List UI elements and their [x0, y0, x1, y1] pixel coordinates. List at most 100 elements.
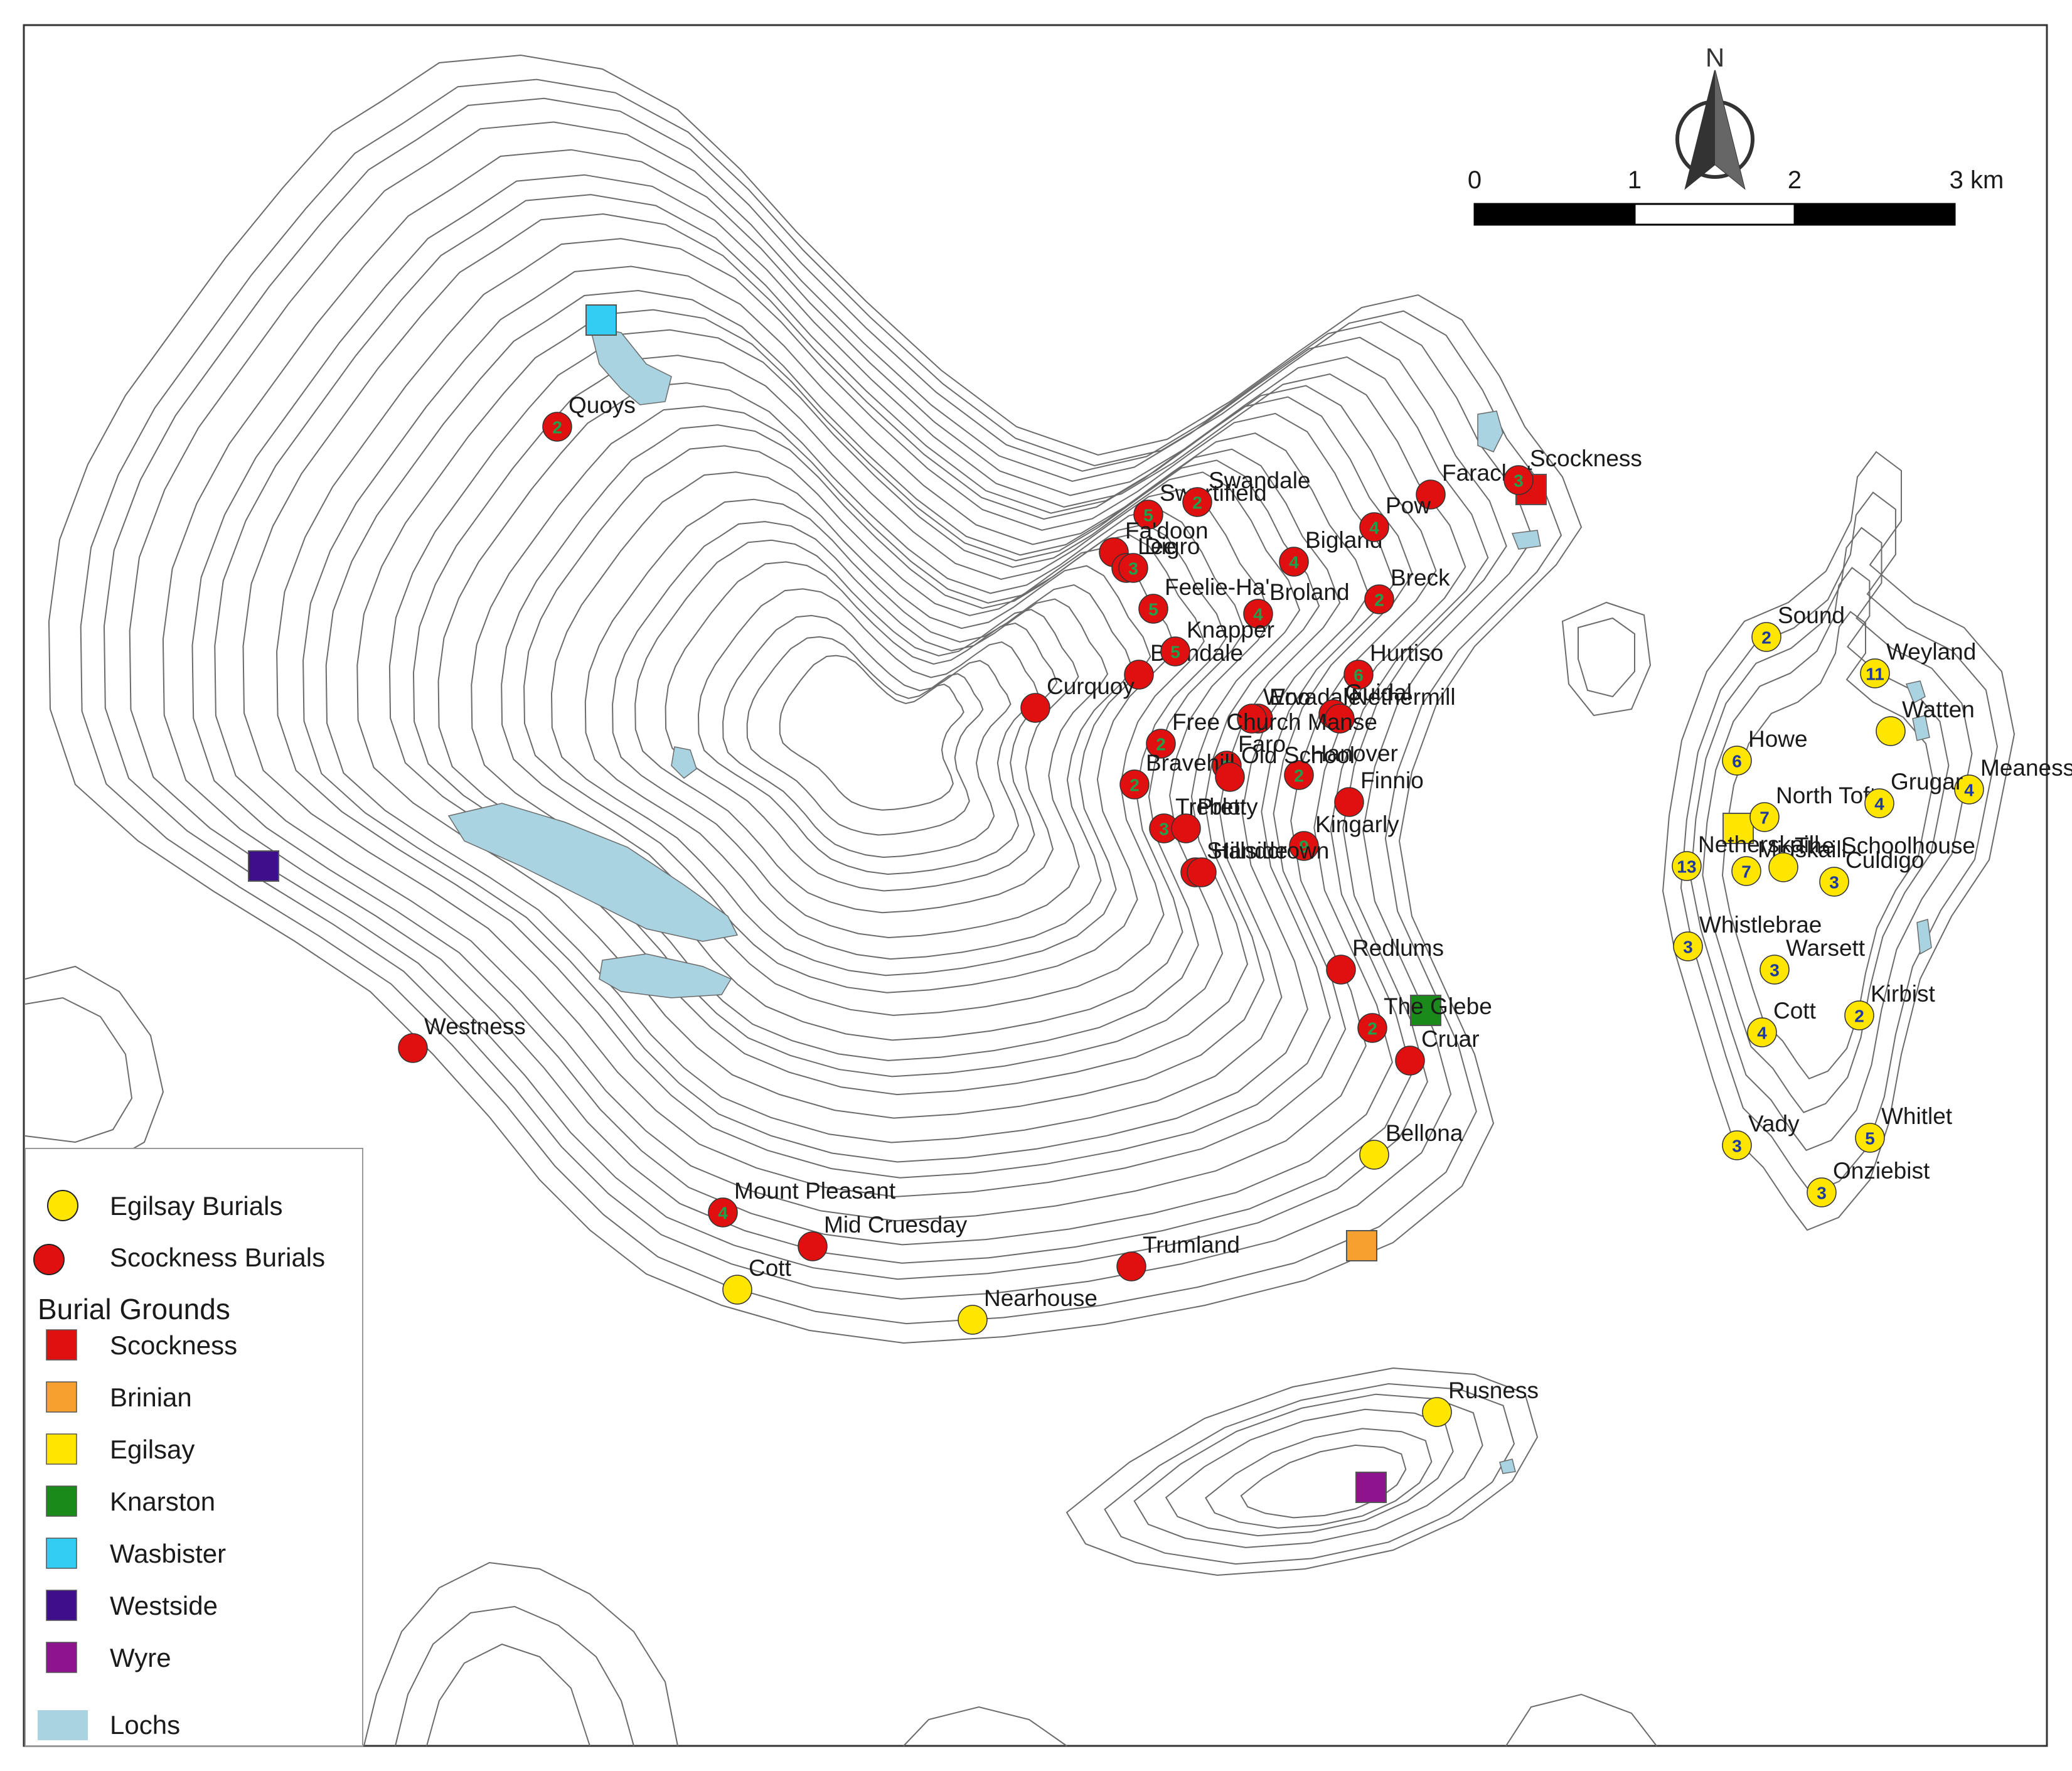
scockness-burial-marker[interactable]	[1279, 547, 1309, 577]
scockness-burial-point[interactable]: Westness	[398, 1014, 526, 1063]
scockness-burial-marker[interactable]	[708, 1197, 738, 1228]
scockness-burial-marker[interactable]	[1243, 599, 1273, 629]
scockness-burial-marker[interactable]	[542, 412, 572, 442]
scockness-burial-point[interactable]: Curquoy	[1020, 673, 1135, 723]
egilsay-burial-marker[interactable]	[722, 1275, 752, 1305]
burial-ground-wyre-marker[interactable]	[1355, 1472, 1387, 1503]
scockness-burial-marker[interactable]	[1171, 813, 1201, 843]
scockness-burial-marker[interactable]	[1146, 729, 1176, 759]
burial-ground-wasbister-marker[interactable]	[585, 304, 617, 336]
scockness-burial-point[interactable]: Fa'doon	[1099, 518, 1209, 567]
egilsay-burial-marker[interactable]	[1860, 658, 1890, 688]
egilsay-burial-point[interactable]: Nearhouse	[958, 1285, 1097, 1335]
egilsay-burial-point[interactable]: Watten	[1876, 697, 1975, 746]
egilsay-burial-marker[interactable]	[1760, 955, 1790, 985]
burial-ground-westside-marker[interactable]	[248, 850, 279, 882]
scockness-burial-point[interactable]: Cruar	[1395, 1026, 1480, 1076]
scockness-burial-marker[interactable]	[1124, 660, 1154, 690]
burial-ground-brinian-marker[interactable]	[1346, 1230, 1377, 1261]
scockness-burial-marker[interactable]	[1289, 831, 1319, 861]
egilsay-burial-marker[interactable]	[1864, 788, 1894, 818]
scockness-burial-point[interactable]: Nethermill	[1325, 684, 1456, 734]
egilsay-burial-marker[interactable]	[1672, 851, 1702, 881]
egilsay-burial-marker[interactable]	[1768, 852, 1798, 882]
scockness-burial-marker[interactable]	[1133, 500, 1163, 530]
scockness-burial-marker[interactable]	[1334, 787, 1364, 817]
scockness-burial-point[interactable]: Old School	[1215, 742, 1355, 792]
scockness-burial-marker[interactable]	[1187, 857, 1217, 887]
egilsay-burial-marker[interactable]	[1747, 1017, 1777, 1047]
egilsay-burial-point[interactable]: Rusness	[1422, 1378, 1539, 1427]
egilsay-burial-marker[interactable]	[1876, 716, 1906, 746]
egilsay-burial-marker[interactable]	[1673, 931, 1703, 961]
scockness-burial-marker[interactable]	[1364, 584, 1394, 614]
egilsay-burial-marker[interactable]	[1819, 867, 1849, 897]
scockness-burial-marker[interactable]	[1325, 704, 1355, 734]
scockness-burial-marker[interactable]	[1118, 553, 1148, 583]
scockness-burial-point[interactable]: Woo	[1237, 684, 1310, 734]
scockness-burial-marker[interactable]	[1503, 465, 1534, 495]
scockness-burial-point[interactable]: Mid Cruesday	[798, 1212, 968, 1261]
scockness-burial-marker[interactable]	[1182, 487, 1212, 517]
egilsay-burial-marker[interactable]	[1749, 802, 1780, 832]
scockness-burial-marker[interactable]	[1357, 1013, 1387, 1043]
scockness-burial-point[interactable]: Trumland	[1116, 1232, 1240, 1281]
scockness-burial-marker[interactable]	[1395, 1046, 1425, 1076]
egilsay-burial-marker[interactable]	[1359, 1140, 1389, 1170]
egilsay-burial-marker[interactable]	[1722, 746, 1752, 776]
egilsay-burial-marker[interactable]	[1731, 856, 1761, 886]
scockness-burial-marker[interactable]	[1020, 693, 1050, 723]
scockness-burial-marker[interactable]	[1343, 660, 1374, 690]
burial-ground-egilsay-marker[interactable]	[1722, 813, 1754, 844]
scockness-burial-point[interactable]: Finnio	[1334, 768, 1424, 817]
egilsay-burial-marker[interactable]	[1954, 774, 1984, 805]
egilsay-burial-point[interactable]: Bellona	[1359, 1120, 1463, 1170]
scockness-burial-point[interactable]: Hillside	[1187, 838, 1288, 887]
egilsay-burial-marker[interactable]	[958, 1305, 988, 1335]
scockness-burial-marker[interactable]	[1284, 760, 1314, 790]
egilsay-burial-marker[interactable]	[1844, 1000, 1874, 1030]
burial-ground-knarston-marker[interactable]	[1410, 995, 1441, 1026]
egilsay-burial-marker[interactable]	[1751, 622, 1781, 652]
scockness-burial-marker[interactable]	[1359, 512, 1389, 542]
egilsay-burial-marker[interactable]	[1855, 1123, 1885, 1153]
egilsay-burial-marker[interactable]	[1807, 1177, 1837, 1207]
scockness-burial-marker[interactable]	[1237, 704, 1267, 734]
scockness-burial-marker[interactable]	[1116, 1251, 1146, 1281]
scockness-burial-marker[interactable]	[1119, 769, 1150, 800]
scockness-burial-marker[interactable]	[398, 1033, 428, 1063]
scockness-burial-marker[interactable]	[1215, 762, 1245, 792]
scockness-burial-marker[interactable]	[798, 1231, 828, 1261]
scockness-burial-point[interactable]: Redlums	[1326, 935, 1444, 985]
scockness-burial-marker[interactable]	[1160, 636, 1190, 666]
egilsay-burial-marker[interactable]	[1722, 1130, 1752, 1160]
